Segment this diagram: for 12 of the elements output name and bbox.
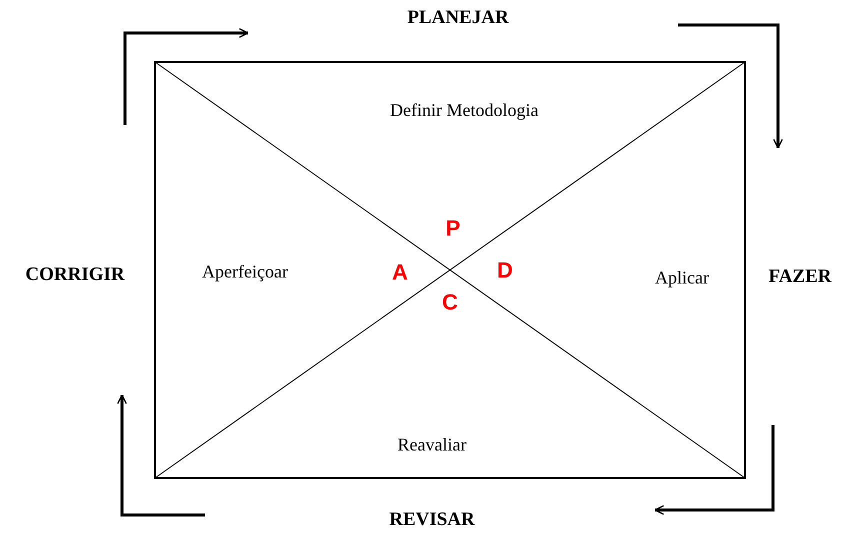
quadrant-letter: C: [442, 288, 458, 316]
step-label: Definir Metodologia: [390, 99, 540, 122]
step-label: Reavaliar: [398, 434, 466, 456]
quadrant-letter: P: [446, 214, 460, 242]
phase-label: CORRIGIR: [25, 262, 125, 287]
phase-label: FAZER: [768, 264, 832, 289]
step-label: Aplicar: [655, 266, 709, 290]
quadrant-letter: A: [392, 258, 408, 286]
phase-label: REVISAR: [389, 508, 475, 532]
phase-label: PLANEJAR: [407, 6, 509, 30]
quadrant-letter: D: [497, 256, 513, 284]
step-label: Aperfeiçoar: [202, 260, 288, 284]
